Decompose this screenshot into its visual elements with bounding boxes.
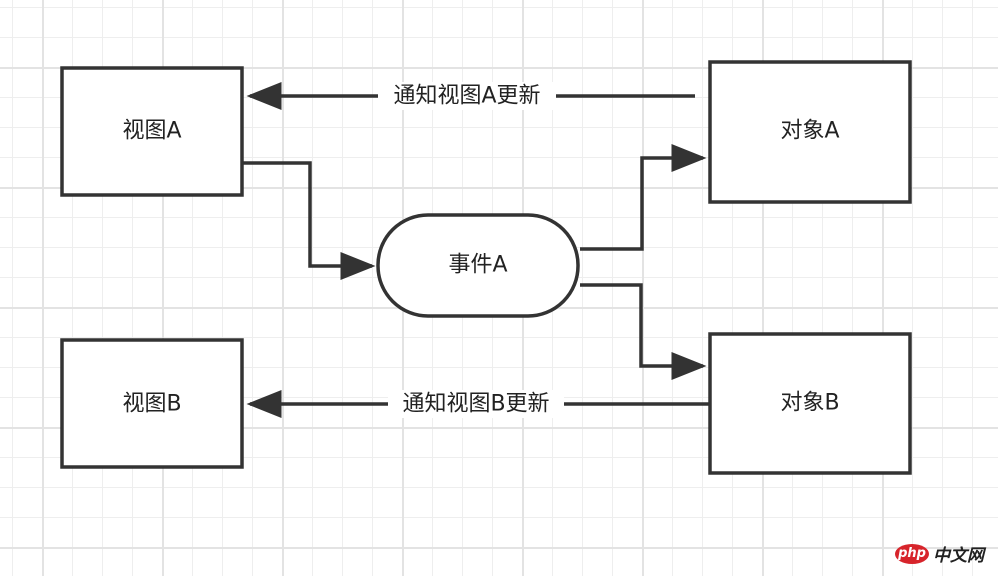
edge-label-notify-view-b: 通知视图B更新 [388,390,564,418]
node-event-a[interactable]: 事件A [376,213,580,318]
node-view-a[interactable]: 视图A [60,66,244,197]
svg-text:视图A: 视图A [122,119,181,144]
node-object-b[interactable]: 对象B [708,332,912,475]
watermark-logo: php 中文网 [895,541,984,566]
svg-text:通知视图B更新: 通知视图B更新 [402,392,549,417]
node-view-b[interactable]: 视图B [60,338,244,469]
php-badge-icon: php [895,543,929,564]
edge-label-notify-view-a: 通知视图A更新 [378,82,556,110]
svg-text:通知视图A更新: 通知视图A更新 [393,84,540,109]
svg-text:事件A: 事件A [448,253,507,278]
watermark-text: 中文网 [933,546,984,566]
svg-text:对象A: 对象A [780,119,839,144]
edge-view-a-to-event-a [243,161,376,280]
svg-text:视图B: 视图B [122,392,181,417]
node-object-a[interactable]: 对象A [708,60,912,204]
edge-event-a-to-object-b [580,283,707,380]
edge-event-a-to-object-a [580,144,707,251]
svg-text:对象B: 对象B [780,391,839,416]
